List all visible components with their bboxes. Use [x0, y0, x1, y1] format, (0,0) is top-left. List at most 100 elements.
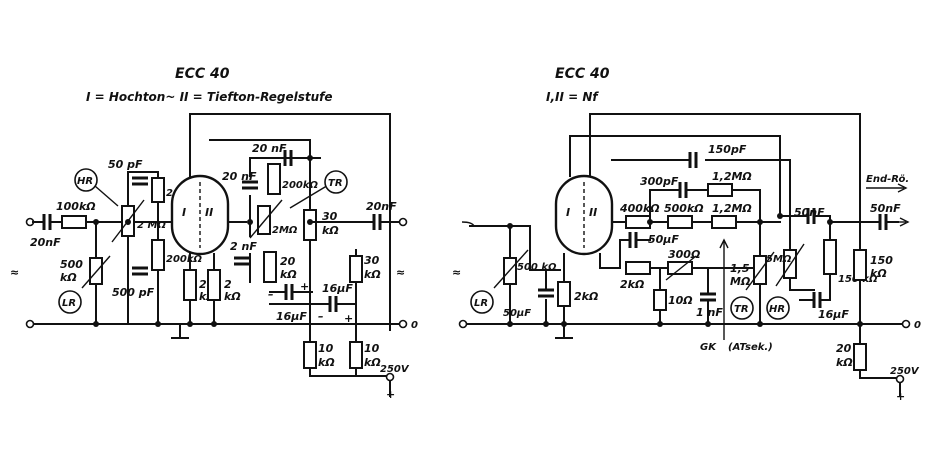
right-r-15-arrow: [745, 251, 775, 291]
right-zero-label: 0: [914, 320, 921, 331]
right-r-150a: [823, 239, 837, 275]
left-tr-pointer: [289, 183, 331, 209]
left-c-in-label: 20nF: [30, 236, 61, 249]
right-r-500a: [667, 215, 693, 229]
right-supply-terminal: [895, 374, 905, 384]
left-title: ECC 40: [175, 66, 230, 82]
right-out-tip-head: [899, 217, 910, 227]
left-c-hr1-label: 50 pF: [108, 158, 143, 171]
right-r-300-arrow: [665, 255, 697, 281]
left-r-in: [61, 215, 87, 229]
left-r-k1-label: 2: [199, 278, 207, 291]
left-c-top-label: 20 nF: [252, 142, 287, 155]
left-hr-bubble: [74, 168, 98, 192]
right-lr-bubble: [470, 290, 494, 314]
left-r-10b: [349, 341, 363, 369]
left-rail-inner: [209, 139, 311, 211]
left-tube-section-1: I: [182, 206, 186, 219]
left-supply-label: 250V: [380, 364, 410, 375]
right-300p-wire: [649, 189, 761, 223]
left-r-tr-pot: [257, 205, 271, 235]
left-r-10a-unit: kΩ: [318, 356, 335, 369]
right-lr-pot-arrow: [493, 249, 529, 289]
left-r-lr-label: 500: [60, 258, 83, 271]
left-supply-plus: +: [386, 388, 395, 401]
right-r-2k: [625, 261, 651, 275]
right-junction: [705, 321, 711, 327]
left-r-20-label: 20: [280, 255, 296, 268]
left-r-tr-pot-arrow: [249, 199, 283, 239]
right-junction: [561, 321, 567, 327]
right-r-2k-k-label: 2kΩ: [574, 290, 598, 303]
left-r-30b: [349, 255, 363, 283]
right-rail-second: [569, 135, 781, 217]
right-r-15-unit: MΩ: [730, 275, 750, 288]
left-r-hr-pot-label: 2 MΩ: [137, 220, 166, 231]
left-junction: [247, 219, 253, 225]
right-junction: [543, 321, 549, 327]
right-tube-cathode-wires: [563, 253, 621, 271]
right-rail-150p: [611, 159, 791, 201]
right-r-400: [625, 215, 651, 229]
left-subtitle: I = Hochton~ II = Tiefton-Regelstufe: [86, 90, 332, 104]
right-r-12b: [711, 215, 737, 229]
left-supply-terminal: [385, 372, 395, 382]
left-junction: [211, 321, 217, 327]
right-tr-bubble: [730, 296, 754, 320]
right-lr-bubble-label: LR: [474, 298, 488, 309]
right-r-300-label: 300Ω: [668, 248, 700, 261]
right-junction: [757, 321, 763, 327]
left-junction: [93, 321, 99, 327]
left-c-mid-label: 20 nF: [222, 170, 257, 183]
left-tilde-out: ≈: [396, 266, 405, 279]
right-c-300p-label: 300pF: [640, 175, 679, 188]
right-title: ECC 40: [555, 66, 610, 82]
left-c-hr2-label: 500 pF: [112, 286, 155, 299]
right-gk-note: (ATsek.): [728, 342, 773, 353]
left-r-10b-label: 10: [364, 342, 380, 355]
left-junction: [307, 155, 313, 161]
left-lr-bubble-label: LR: [62, 298, 76, 309]
left-r-lr-unit: kΩ: [60, 271, 77, 284]
right-r-150b-unit: kΩ: [870, 267, 887, 280]
left-c-16b-label: 16µF: [322, 282, 353, 295]
right-gk-arrow-head: [719, 238, 729, 249]
left-r-30b-label: 30: [364, 254, 380, 267]
left-r-10a: [303, 341, 317, 369]
right-junction: [647, 219, 653, 225]
right-c-out-label: 50nF: [870, 202, 901, 215]
left-hr-bubble-label: HR: [77, 176, 93, 187]
left-tube-cathode-wires: [189, 253, 215, 271]
left-r-20: [263, 251, 277, 283]
left-junction: [125, 219, 131, 225]
right-c-50u-b-label: 50µF: [503, 308, 531, 319]
right-junction: [857, 321, 863, 327]
right-c-50n-label: 50nF: [794, 206, 825, 219]
left-r-k2: [207, 269, 221, 301]
right-r-12a-label: 1,2MΩ: [712, 170, 752, 183]
right-ground-out-terminal: [901, 319, 911, 329]
right-r-20: [853, 343, 867, 371]
left-tube-ecc40: [170, 174, 230, 256]
right-junction: [657, 321, 663, 327]
right-hr-wire: [779, 199, 831, 291]
left-minus-2: –: [318, 310, 324, 323]
left-r-10a-label: 10: [318, 342, 334, 355]
left-junction: [155, 321, 161, 327]
left-minus-1: –: [268, 288, 274, 301]
right-subtitle: I,II = Nf: [546, 90, 599, 104]
left-r-k1: [183, 269, 197, 301]
right-tube-section-2: II: [589, 206, 597, 219]
right-c-50u-a-label: 50µF: [648, 233, 679, 246]
left-zero-label: 0: [411, 320, 418, 331]
left-plus-2: +: [344, 312, 353, 325]
left-tr-bubble-label: TR: [328, 178, 343, 189]
right-r-15-label: 1,5: [730, 262, 750, 275]
left-r-tr-label: 200kΩ: [282, 180, 319, 191]
left-r-tr: [267, 163, 281, 195]
left-cathode-ground: [171, 299, 215, 339]
right-r-12b-label: 1,2MΩ: [712, 202, 752, 215]
right-r-5m-arrow: [775, 243, 805, 287]
right-r-500a-label: 500kΩ: [664, 202, 704, 215]
